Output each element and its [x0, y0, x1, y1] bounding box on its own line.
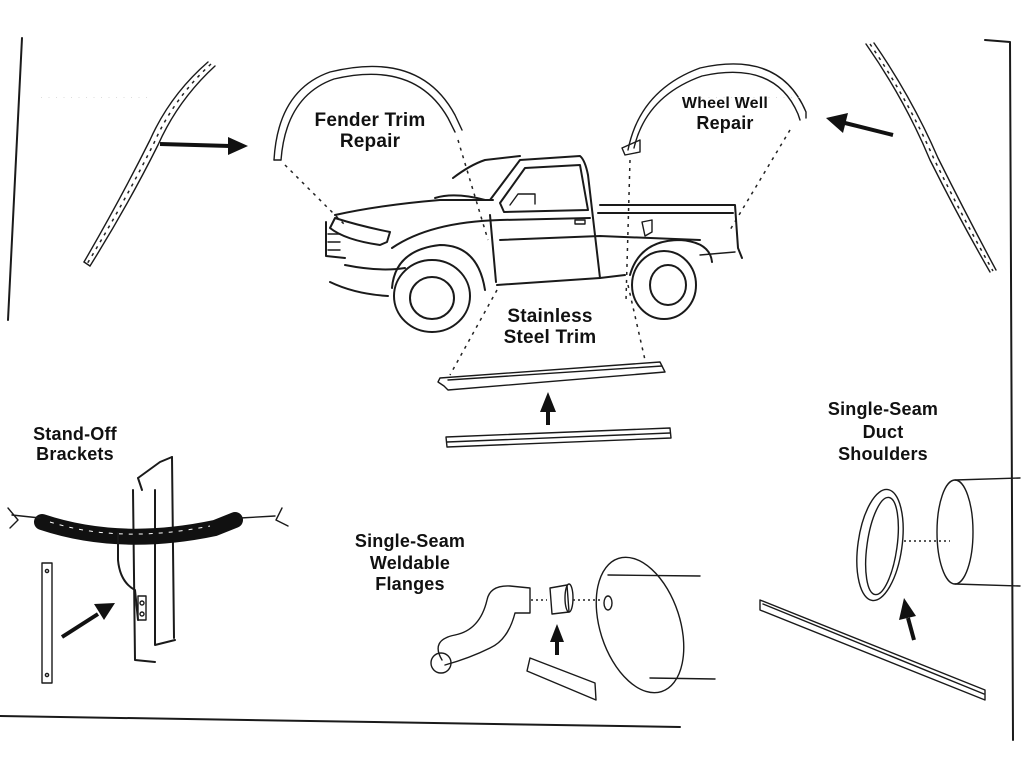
pipe-flange-assembly: [430, 556, 716, 701]
label-line: Fender Trim: [314, 110, 426, 131]
label-single-seam-duct-shoulders: Single-Seam Duct Shoulders: [808, 398, 958, 466]
callout-line: [449, 289, 498, 376]
callout-line: [284, 164, 346, 226]
fender-trim-strip: [83, 61, 216, 267]
fender-arch: [273, 65, 463, 161]
duct-shoulder-ring-assembly: [759, 477, 1021, 701]
label-line: Flanges: [375, 574, 445, 595]
label-fender-trim-repair: Fender Trim Repair: [300, 110, 440, 153]
arrow-up-icon: [550, 624, 564, 655]
arrow-up-right-icon: [60, 603, 115, 639]
bleed-through-text: · · · · · · · · · · · · · ·: [700, 92, 802, 102]
callout-line: [627, 284, 646, 361]
callout-line: [729, 129, 791, 231]
pickup-truck: [325, 155, 743, 333]
page-edge-bottom: [0, 715, 681, 728]
arrow-up-icon: [540, 392, 556, 425]
arrow-left-icon: [826, 113, 894, 137]
arrow-up-icon: [899, 598, 916, 641]
callout-line: [457, 139, 489, 241]
label-line: Repair: [696, 112, 754, 133]
page-edge-left: [7, 37, 23, 321]
label-line: Duct: [862, 421, 904, 442]
arrow-right-icon: [159, 137, 248, 155]
label-line: Stand-Off: [33, 424, 117, 444]
label-line: Brackets: [36, 444, 114, 465]
label-stand-off-brackets: Stand-Off Brackets: [25, 424, 125, 464]
callout-line: [625, 159, 631, 301]
label-line: Shoulders: [838, 444, 928, 464]
label-line: Stainless: [507, 306, 593, 327]
label-line: Single-Seam: [354, 531, 466, 551]
label-line: Wheel Well: [681, 95, 769, 112]
label-line: Weldable: [369, 552, 451, 573]
label-single-seam-weldable-flanges: Single-Seam Weldable Flanges: [335, 531, 485, 596]
label-stainless-steel-trim: Stainless Steel Trim: [485, 306, 615, 349]
wheel-well-trim-strip: [865, 42, 997, 273]
label-wheel-well-repair: Wheel Well Repair: [660, 95, 790, 133]
rocker-panel-trim: [437, 361, 666, 391]
label-line: Steel Trim: [503, 327, 597, 349]
label-line: Single-Seam: [827, 399, 939, 419]
page-edge-right: [984, 39, 1014, 741]
wheel-well-arch: [621, 63, 807, 156]
bleed-through-text: · · · · · · · · · · · · · · ·: [40, 92, 149, 102]
flat-trim-strip: [445, 427, 672, 448]
stand-off-bracket-assembly: [7, 456, 289, 684]
label-line: Repair: [339, 131, 401, 153]
